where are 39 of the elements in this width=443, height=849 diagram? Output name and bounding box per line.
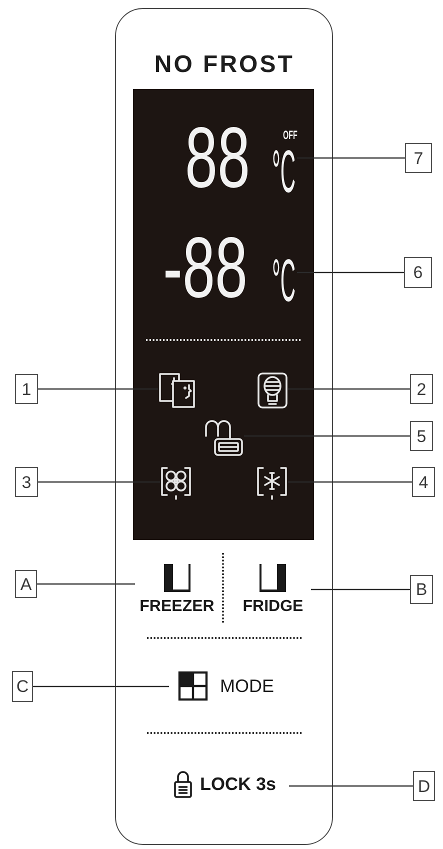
key-label: LOCK 3s (200, 775, 276, 793)
leader-line (289, 785, 413, 787)
leader-line (244, 435, 410, 437)
fan-icon (160, 466, 192, 501)
lock-icon (204, 419, 244, 457)
double-door-icon (158, 372, 196, 409)
snowflake-icon (256, 466, 288, 501)
temperature-digits: 88 (185, 126, 250, 192)
callout-number: C (12, 671, 33, 702)
callout-number: 2 (410, 374, 433, 404)
leader-line (288, 481, 412, 483)
callout-number: D (413, 771, 435, 801)
leader-line (311, 588, 410, 590)
callout-number: 7 (405, 143, 432, 173)
callout-number: 1 (15, 374, 38, 404)
leader-line (38, 481, 160, 483)
unit-symbol: °C (272, 258, 296, 304)
leader-line (297, 272, 404, 274)
callout-number: 5 (410, 421, 433, 451)
leader-line (37, 583, 135, 585)
leader-line (33, 686, 169, 688)
callout-number: B (410, 575, 433, 604)
bulb-icon (257, 372, 288, 409)
key-label: FRIDGE (242, 599, 304, 615)
leader-line (288, 388, 410, 390)
unit-symbol: °C (272, 149, 296, 195)
status-text: OFF (283, 131, 298, 140)
panel-heading: NO FROST (154, 53, 294, 77)
key-label: MODE (220, 677, 274, 695)
callout-number: 6 (404, 257, 432, 288)
callout-number: 3 (15, 467, 38, 497)
control-panel (115, 8, 333, 845)
leader-line (38, 388, 158, 390)
leader-line (297, 157, 405, 159)
callout-number: A (15, 570, 37, 598)
callout-number: 4 (412, 467, 435, 497)
key-label: FREEZER (140, 599, 214, 615)
display-screen (133, 89, 314, 540)
temperature-digits: -88 (163, 236, 248, 302)
